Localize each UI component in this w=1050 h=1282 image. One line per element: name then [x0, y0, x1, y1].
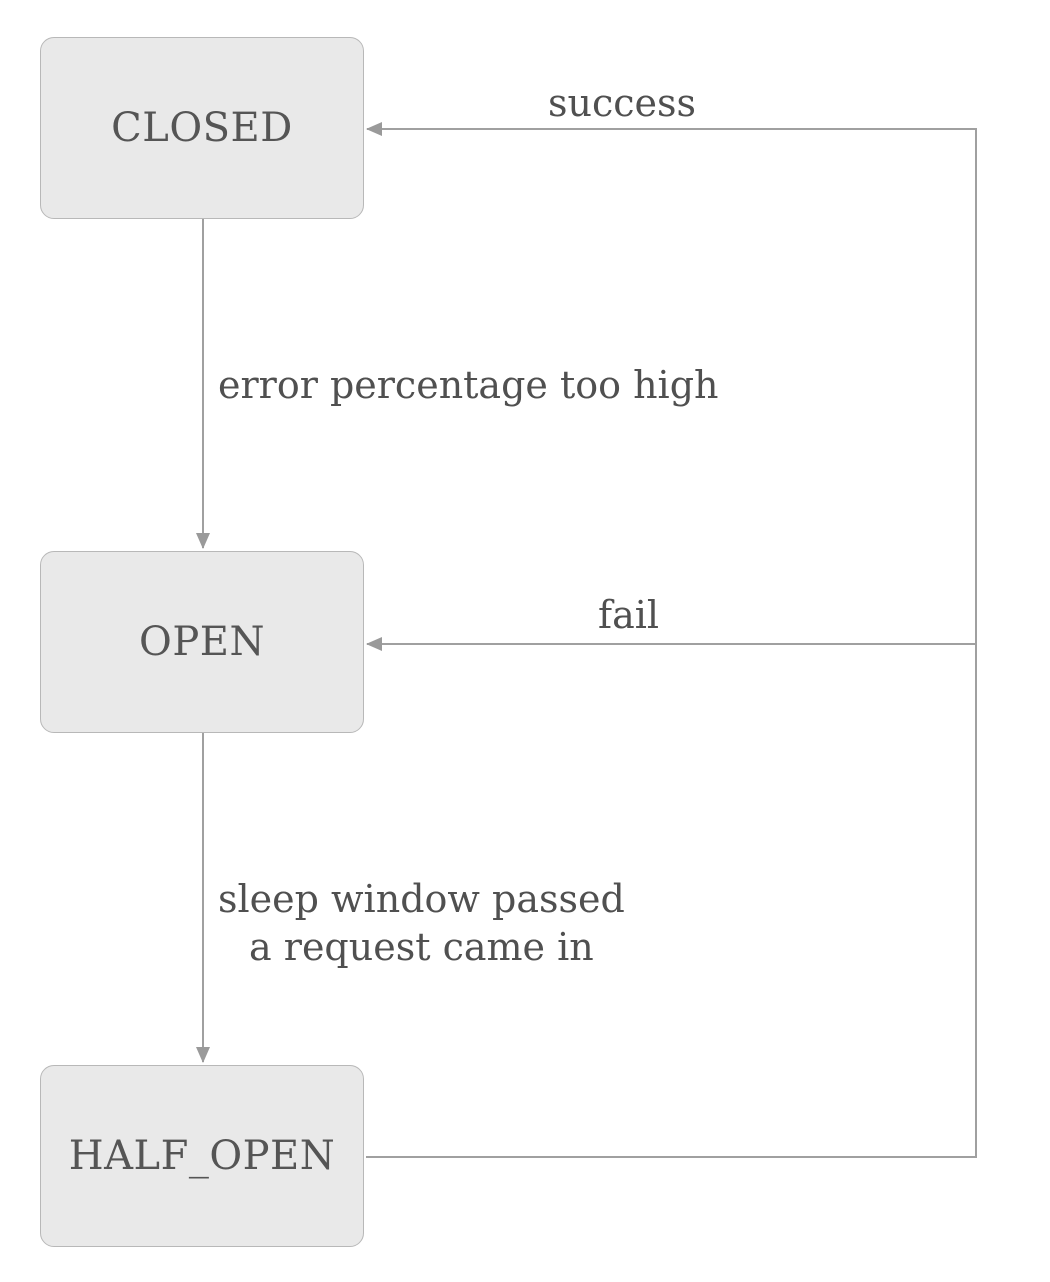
state-closed-label: CLOSED — [111, 105, 293, 151]
transition-label-sleep-line2: a request came in — [249, 924, 594, 969]
transition-label-fail: fail — [598, 593, 660, 637]
state-open-label: OPEN — [139, 619, 265, 665]
state-half-open-label: HALF_OPEN — [68, 1133, 336, 1179]
state-closed: CLOSED — [40, 37, 364, 219]
state-half-open: HALF_OPEN — [40, 1065, 364, 1247]
transition-label-sleep: sleep window passed a request came in — [218, 876, 625, 971]
transition-label-error: error percentage too high — [218, 363, 719, 407]
state-open: OPEN — [40, 551, 364, 733]
transition-label-success: success — [548, 81, 697, 125]
transition-label-sleep-line1: sleep window passed — [218, 877, 625, 921]
